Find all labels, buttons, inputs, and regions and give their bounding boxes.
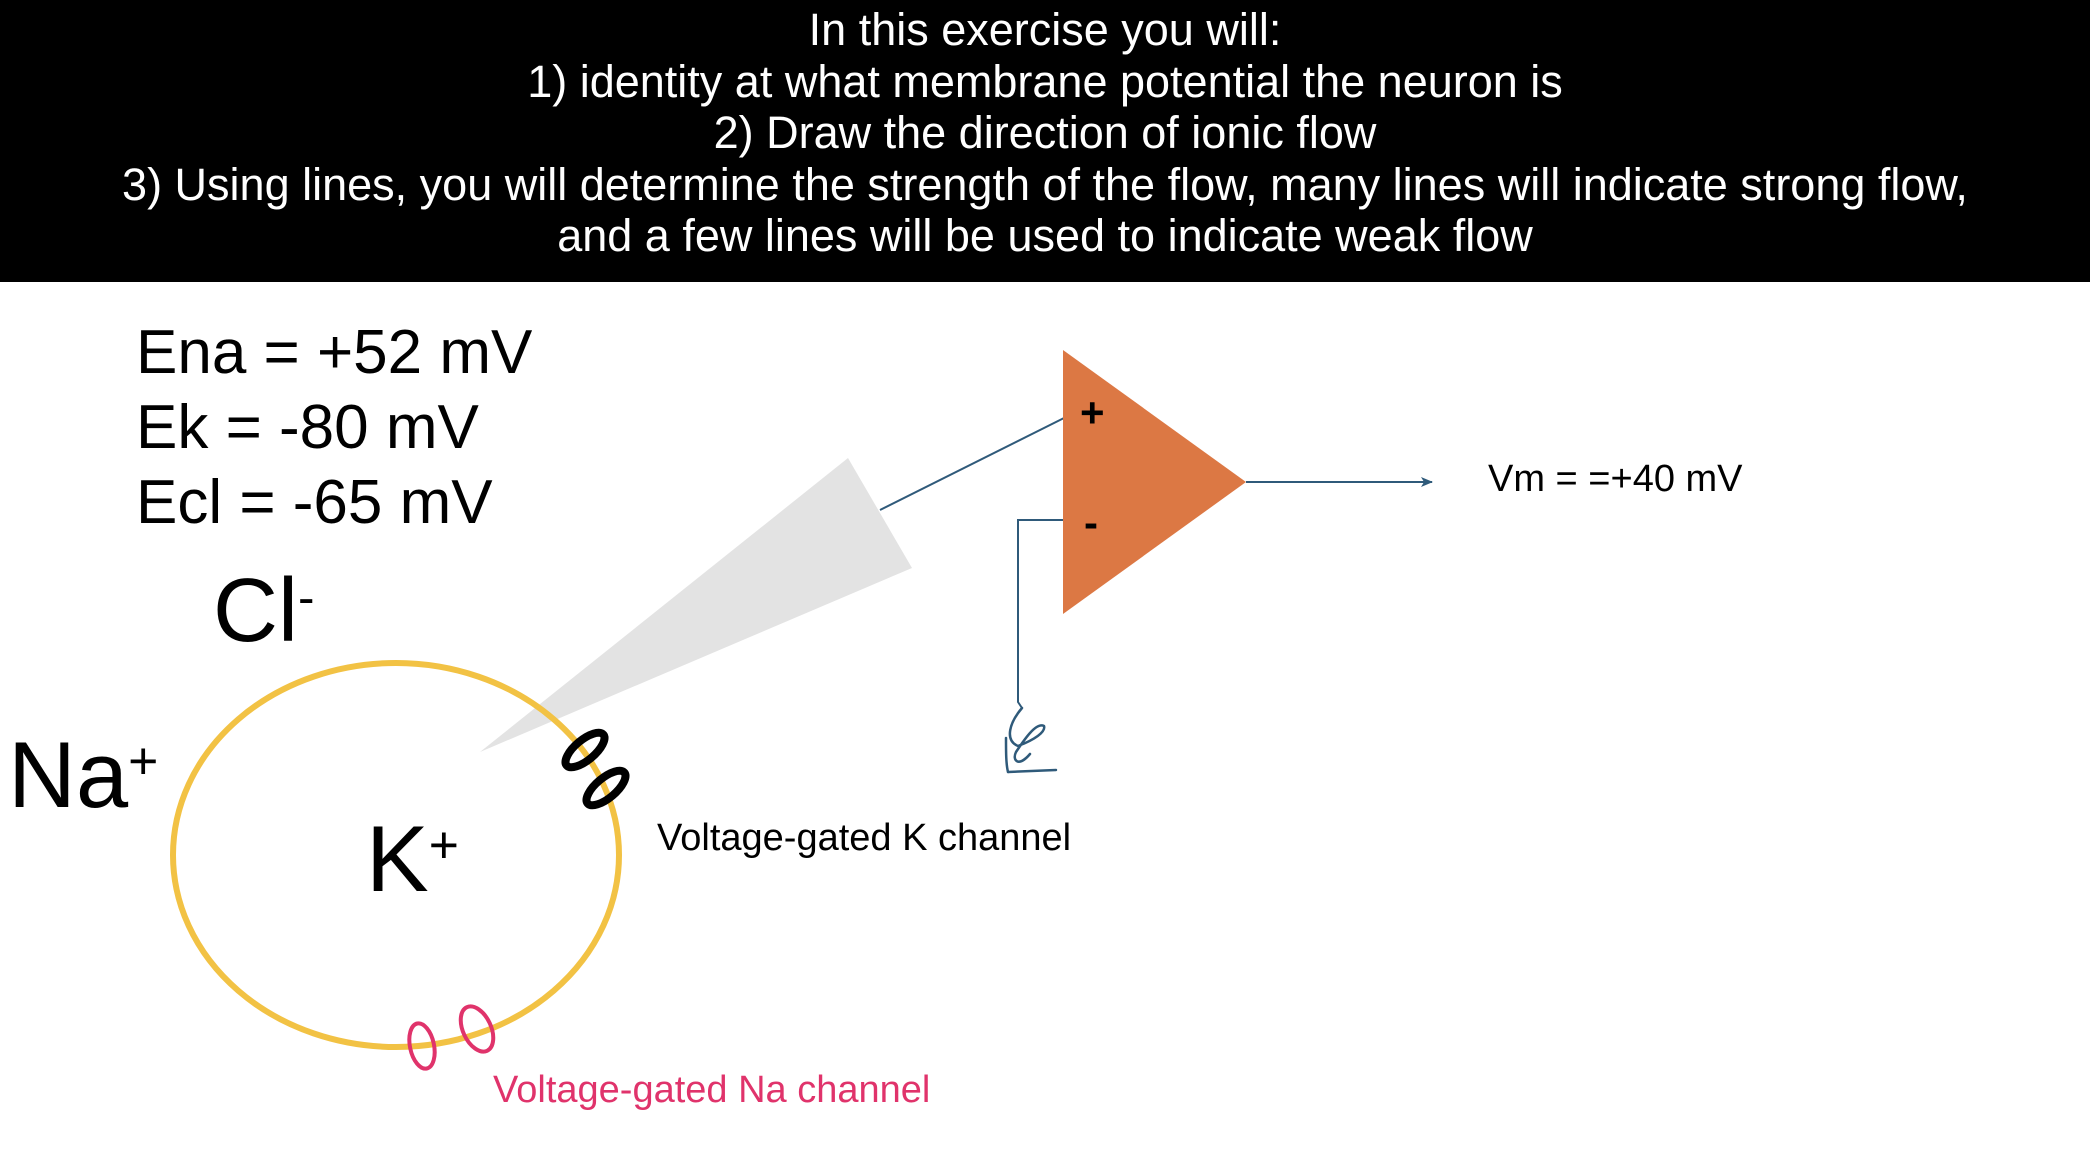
- membrane-potential-reading: Vm = =+40 mV: [1488, 458, 1743, 500]
- ena-value: Ena = +52 mV: [136, 318, 533, 387]
- electrode-wire: [879, 417, 1065, 511]
- instruction-step-3: 3) Using lines, you will determine the s…: [122, 158, 1968, 210]
- amplifier-plus-sign: +: [1080, 389, 1105, 436]
- neuron-membrane: [170, 660, 622, 1050]
- chloride-charge: -: [298, 569, 315, 625]
- instructions-banner: In this exercise you will: 1) identity a…: [0, 0, 2090, 282]
- amplifier-minus-sign: -: [1084, 499, 1098, 546]
- chloride-ion-label: Cl-: [213, 566, 314, 656]
- potassium-ion-label: K+: [366, 812, 459, 906]
- k-channel-label: Voltage-gated K channel: [657, 817, 1072, 859]
- k-channel-icon: [561, 728, 630, 810]
- na-channel-label: Voltage-gated Na channel: [493, 1069, 931, 1111]
- ecl-value: Ecl = -65 mV: [136, 468, 493, 537]
- ground-wire: [1017, 519, 1063, 709]
- instruction-intro: In this exercise you will:: [808, 4, 1282, 55]
- recording-electrode: [480, 458, 912, 752]
- potassium-symbol: K: [366, 806, 429, 911]
- sodium-symbol: Na: [8, 722, 129, 827]
- amplifier-triangle: [1063, 350, 1246, 614]
- ek-value: Ek = -80 mV: [136, 393, 479, 462]
- sodium-ion-label: Na+: [8, 728, 158, 822]
- ground-symbol-icon: [1004, 706, 1058, 774]
- instruction-step-1: 1) identity at what membrane potential t…: [527, 55, 1563, 107]
- instruction-step-2: 2) Draw the direction of ionic flow: [713, 107, 1377, 158]
- instruction-step-3-continued: and a few lines will be used to indicate…: [557, 210, 1533, 261]
- sodium-charge: +: [128, 731, 159, 790]
- chloride-symbol: Cl: [213, 561, 298, 661]
- potassium-charge: +: [428, 815, 459, 874]
- na-channel-icon: [407, 1004, 496, 1071]
